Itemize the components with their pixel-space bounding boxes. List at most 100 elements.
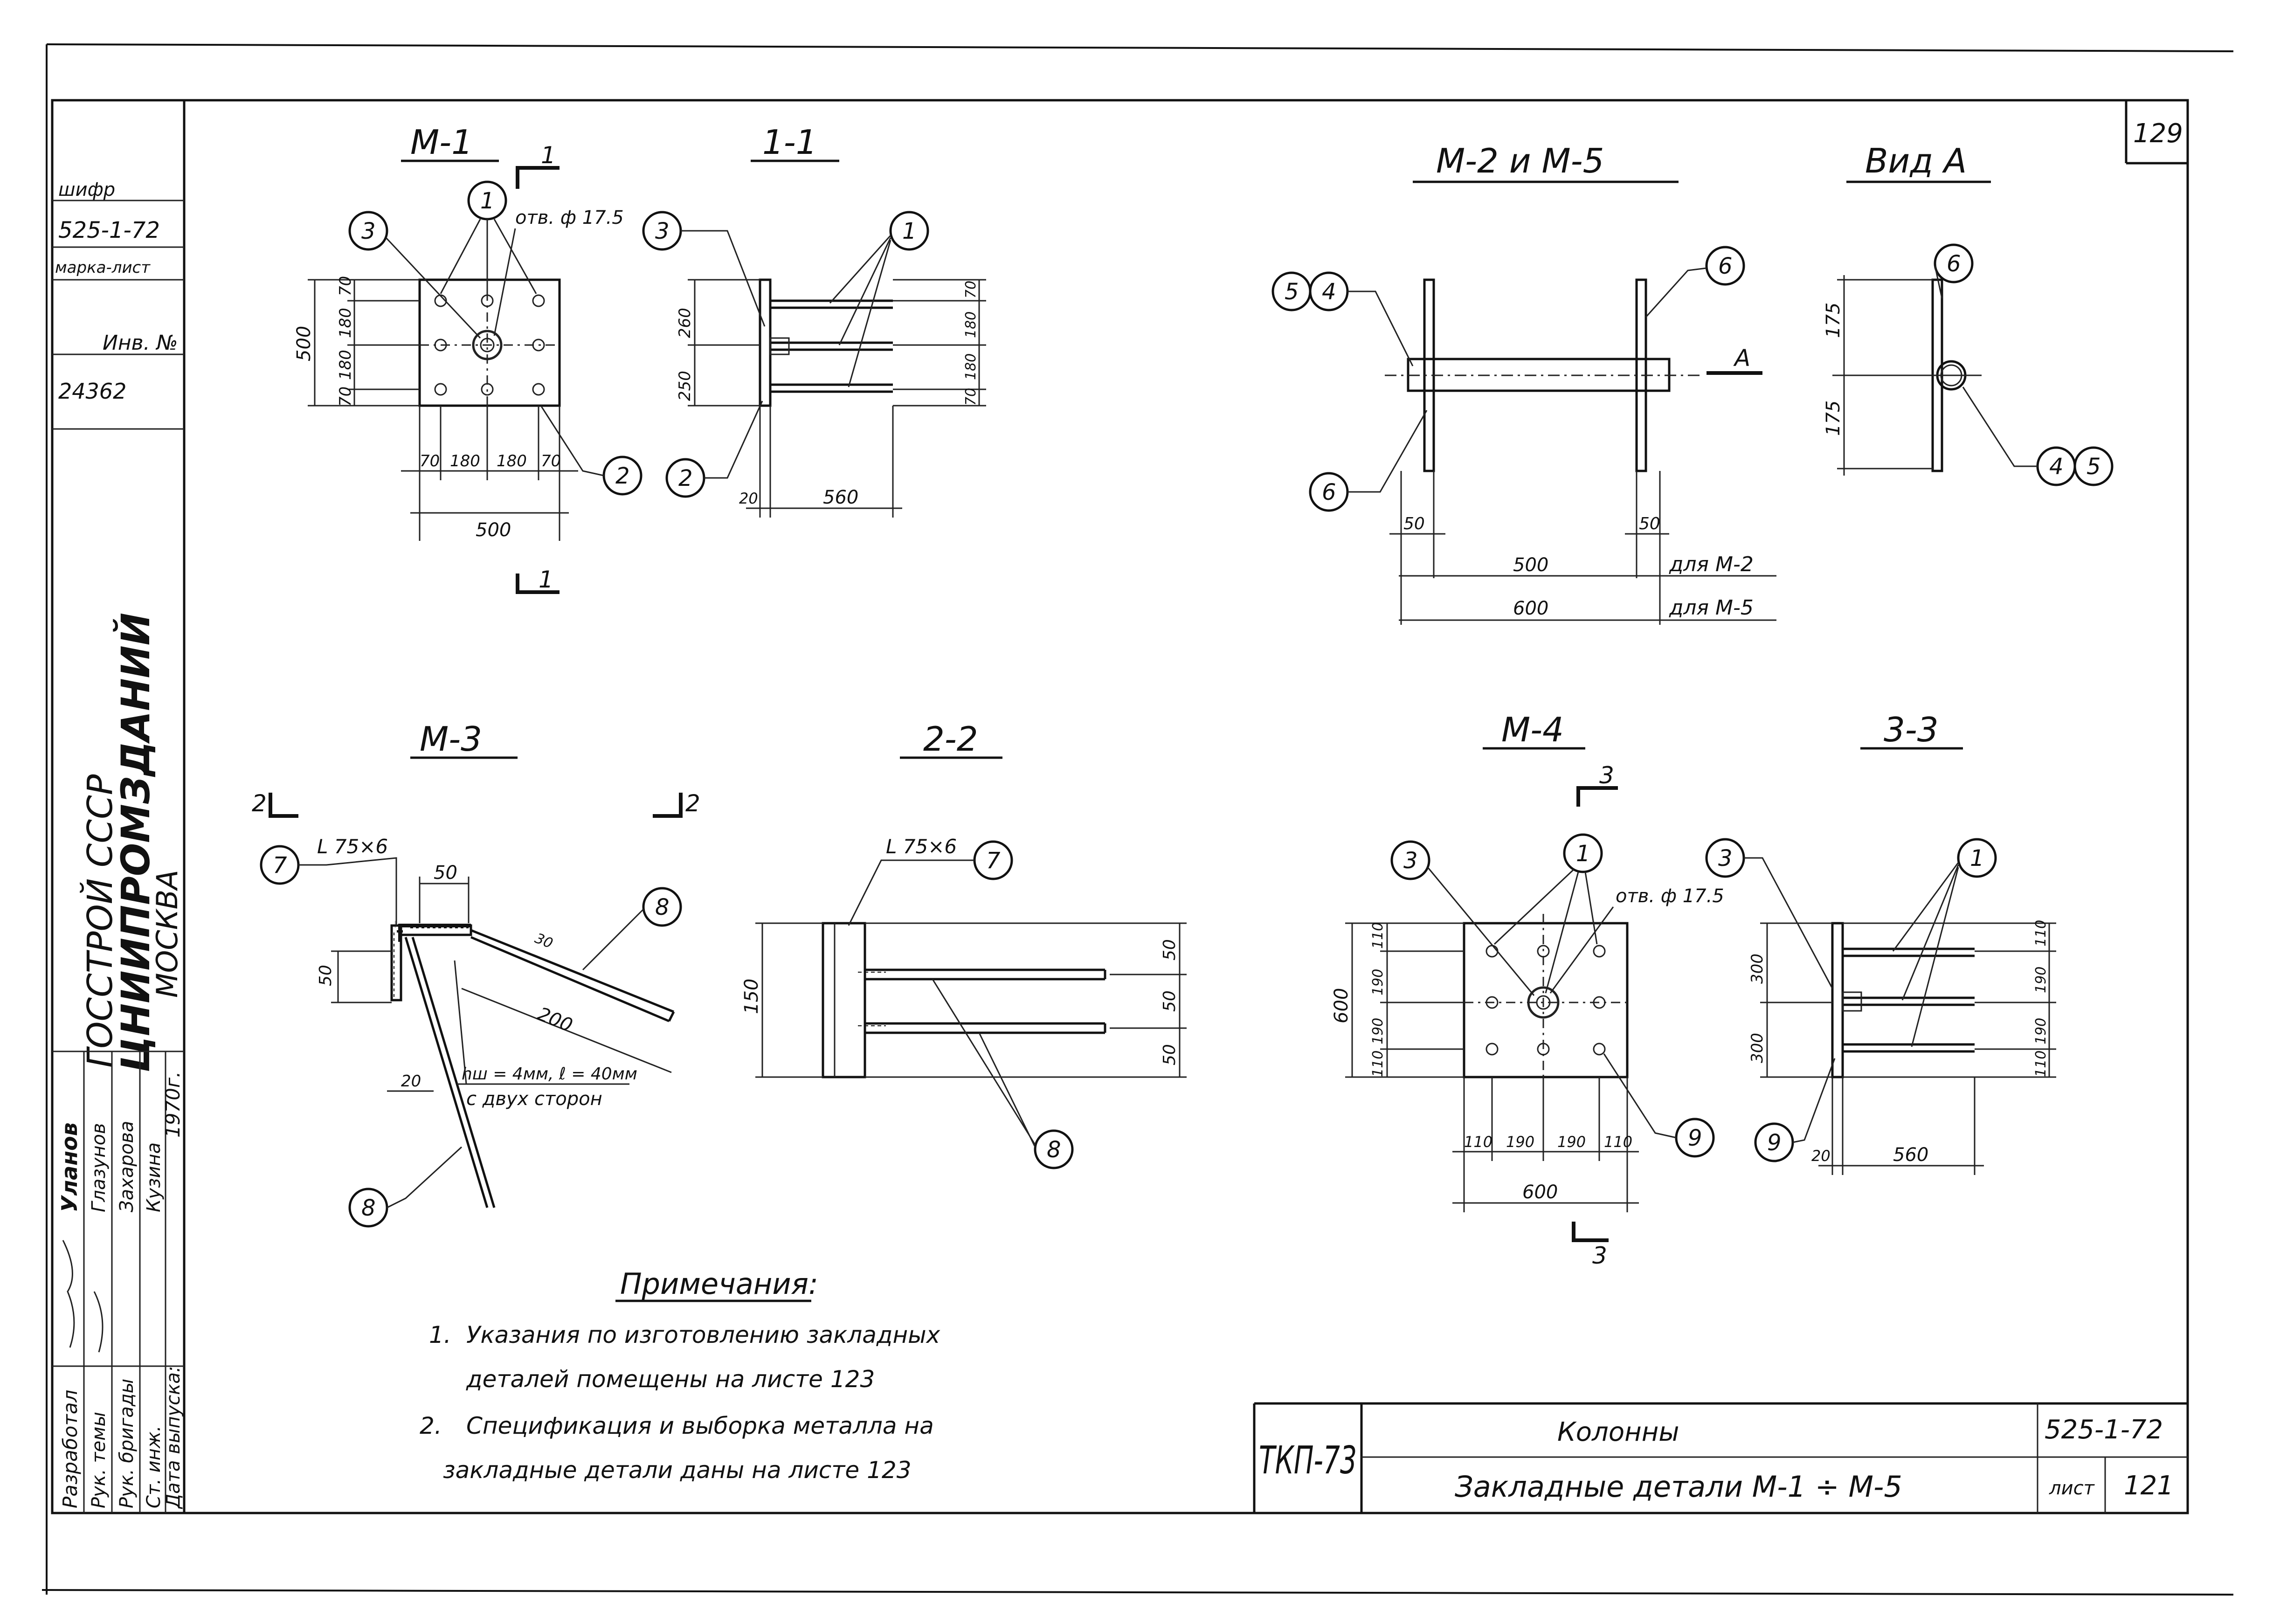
- section-3-3: 3-3 1 3 9 300 300 110 190 190 110: [1705, 710, 2056, 1175]
- s11-callout-1: 1: [902, 218, 917, 244]
- s33-callout-1: 1: [1970, 845, 1984, 871]
- m3-weld-line1: hш = 4мм, ℓ = 40мм: [462, 1064, 637, 1084]
- inv-value: 24362: [58, 379, 126, 404]
- s33-callout-3: 3: [1718, 845, 1733, 871]
- s11-dim-t: 20: [739, 490, 758, 507]
- stamp-role-1: Разработал: [59, 1390, 82, 1508]
- sheet-border: [41, 43, 2234, 1596]
- m4-dim-h3: 190: [1557, 1133, 1586, 1151]
- s11-dim-right-1: 70: [963, 281, 979, 298]
- m4-dim-v3: 190: [1370, 1018, 1386, 1044]
- m1-section-mark-top: 1: [541, 142, 556, 169]
- title-object: Колонны: [1557, 1417, 1679, 1447]
- title-sheet-no: 121: [2124, 1471, 2174, 1501]
- m3-callout-8-top: 8: [655, 894, 670, 920]
- s22-title: 2-2: [923, 719, 978, 759]
- org-line3: МОСКВА: [150, 870, 184, 998]
- view-m4: М-4 3 3 1 3 9 отв. ф 17.5 6: [1331, 710, 1724, 1269]
- stamp-name-3: Захарова: [116, 1121, 138, 1212]
- m3-title: М-3: [420, 719, 482, 759]
- m2m5-dim-end-right: 50: [1639, 514, 1660, 533]
- s11-title: 1-1: [762, 123, 817, 162]
- m3-dim-top: 50: [434, 862, 457, 884]
- m3-weld-line2: с двух сторон: [466, 1088, 602, 1110]
- organisation-block: ГОССТРОЙ СССР ЦНИИПРОМЗДАНИЙ МОСКВА: [79, 613, 184, 1072]
- m4-callout-3: 3: [1403, 848, 1418, 874]
- s33-dim-right-4: 110: [2033, 1050, 2049, 1077]
- left-stamp: Разработал Уланов Рук. темы Глазунов Рук…: [52, 1050, 184, 1513]
- m4-dim-h2: 190: [1506, 1133, 1534, 1151]
- m3-dim-20: 20: [401, 1072, 421, 1091]
- series-value: 525-1-72: [58, 217, 160, 243]
- note-1-line2: деталей помещены на листе 123: [466, 1366, 875, 1393]
- note-2-num: 2.: [420, 1412, 442, 1439]
- org-line2: ЦНИИПРОМЗДАНИЙ: [113, 613, 159, 1072]
- s22-angle-label: L 75×6: [886, 835, 957, 858]
- m4-section-mark-top: 3: [1599, 762, 1614, 789]
- m1-callout-3: 3: [361, 218, 376, 244]
- m4-callout-1: 1: [1576, 841, 1590, 867]
- m3-dim-diag: 200: [534, 1003, 575, 1037]
- s11-dim-left-1: 260: [676, 308, 694, 338]
- vida-dim-1: 175: [1823, 303, 1844, 338]
- m2m5-callout-5: 5: [1285, 279, 1299, 305]
- vida-title: Вид А: [1865, 141, 1967, 180]
- note-1-line1: Указания по изготовлению закладных: [466, 1321, 940, 1348]
- m4-dim-h1: 110: [1464, 1133, 1492, 1151]
- s22-callout-7: 7: [986, 848, 1001, 874]
- s11-callout-3: 3: [655, 218, 670, 244]
- s11-dim-right-3: 180: [963, 353, 979, 380]
- s33-dim-left-1: 300: [1748, 954, 1767, 984]
- s11-dim-len: 560: [823, 487, 858, 508]
- m2m5-title: М-2 и М-5: [1436, 141, 1604, 180]
- m4-dim-v1: 110: [1370, 922, 1386, 949]
- left-info-column: шифр 525-1-72 марка-лист Инв. № 24362: [52, 179, 184, 430]
- stamp-name-2: Глазунов: [88, 1123, 110, 1212]
- inv-label: Инв. №: [103, 331, 178, 355]
- m2m5-callout-4: 4: [1322, 279, 1336, 305]
- title-name: Закладные детали М-1 ÷ М-5: [1455, 1470, 1902, 1504]
- m1-title: М-1: [410, 123, 473, 162]
- m4-dim-h4: 110: [1604, 1133, 1632, 1151]
- stamp-role-4: Ст. инж.: [143, 1425, 165, 1508]
- m3-dim-30: 30: [532, 930, 555, 952]
- m2m5-arrow-label: А: [1733, 345, 1750, 372]
- m3-dim-left: 50: [316, 965, 335, 986]
- m1-dim-h1: 70: [420, 452, 440, 470]
- m4-dim-v2: 190: [1370, 969, 1386, 995]
- m1-dim-v3: 180: [336, 350, 355, 380]
- s11-dim-right-2: 180: [963, 311, 979, 338]
- m1-callout-2: 2: [615, 463, 630, 489]
- m4-title: М-4: [1501, 710, 1564, 749]
- m3-section-mark-left: 2: [252, 790, 267, 817]
- stamp-date-value: 1970г.: [161, 1071, 184, 1138]
- m1-dim-h4: 70: [541, 452, 561, 470]
- m1-dim-v2: 180: [336, 308, 355, 338]
- m1-hole-label: отв. ф 17.5: [515, 207, 624, 228]
- view-m2-m5: М-2 и М-5 5 4 6 6 А 50 50 500 для М-2 60…: [1271, 141, 1776, 625]
- m4-dim-side: 600: [1331, 988, 1352, 1023]
- vida-callout-5: 5: [2087, 454, 2101, 480]
- section-2-2: 2-2 7 L 75×6 8 150 50 50 50: [741, 719, 1187, 1169]
- m2m5-label-m5: для М-5: [1669, 596, 1754, 620]
- title-block: ТКП-73 Колонны Закладные детали М-1 ÷ М-…: [1253, 1402, 2188, 1513]
- m2m5-callout-6-left: 6: [1322, 479, 1336, 505]
- m2m5-callout-6-right: 6: [1718, 253, 1733, 279]
- s33-dim-t: 20: [1811, 1147, 1831, 1165]
- m4-dim-v4: 110: [1370, 1050, 1386, 1077]
- title-series: 525-1-72: [2045, 1415, 2163, 1445]
- s11-dim-left-2: 250: [676, 371, 694, 401]
- vida-dim-2: 175: [1823, 401, 1844, 436]
- m2m5-dim-m2: 500: [1513, 554, 1548, 576]
- s22-dim-right-1: 50: [1160, 939, 1179, 961]
- m2m5-dim-m5: 600: [1513, 598, 1548, 619]
- s33-dim-len: 560: [1893, 1144, 1928, 1166]
- notes: Примечания: 1. Указания по изготовлению …: [420, 1267, 940, 1484]
- stamp-name-1: Уланов: [57, 1122, 82, 1212]
- note-2-line2: закладные детали даны на листе 123: [443, 1457, 912, 1484]
- m1-dim-h2: 180: [450, 452, 480, 470]
- stamp-name-4: Кузина: [143, 1142, 165, 1212]
- m4-section-mark-bottom: 3: [1592, 1242, 1607, 1269]
- s33-plate: [1831, 922, 1844, 1078]
